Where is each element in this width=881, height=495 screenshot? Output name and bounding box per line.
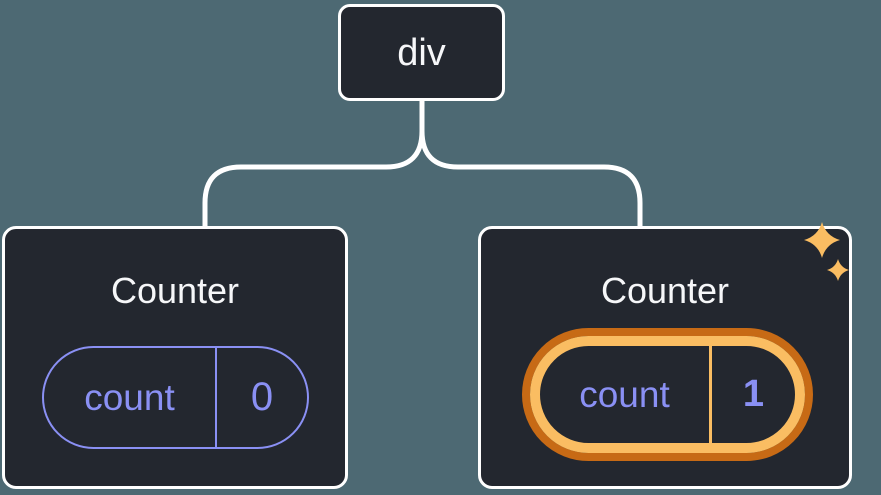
root-node: div bbox=[338, 4, 505, 101]
root-node-label: div bbox=[397, 31, 446, 74]
branch-left-icon bbox=[202, 99, 425, 227]
component-title: Counter bbox=[110, 270, 240, 311]
state-pill: count 0 bbox=[42, 346, 309, 449]
state-pill-ring: count 1 bbox=[530, 336, 805, 453]
component-title: Counter bbox=[600, 270, 730, 311]
state-value: 1 bbox=[742, 373, 765, 415]
counter-card-right: Counter count 1 bbox=[478, 222, 852, 489]
branch-right-icon bbox=[419, 99, 643, 227]
highlighted-state-pill: count 1 bbox=[522, 328, 813, 461]
state-key-label: count bbox=[540, 346, 712, 443]
state-value: 0 bbox=[250, 375, 274, 419]
counter-card-left: Counter count 0 bbox=[2, 226, 348, 489]
state-key-label: count bbox=[44, 348, 217, 447]
